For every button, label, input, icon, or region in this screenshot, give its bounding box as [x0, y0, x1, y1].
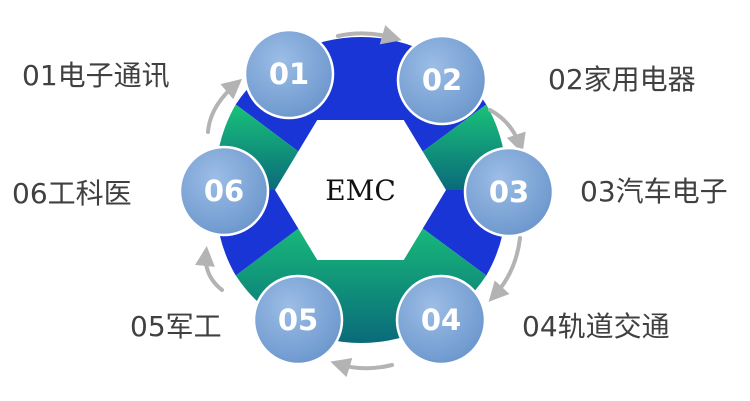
node-02: 02 — [396, 34, 488, 126]
label-home-appliances: 02家用电器 — [548, 63, 696, 96]
label-electronic-communication: 01电子通讯 — [22, 59, 170, 92]
node-01: 01 — [243, 28, 335, 120]
node-06: 06 — [178, 145, 270, 237]
node-circle — [396, 34, 488, 126]
label-automotive-electronics: 03汽车电子 — [580, 175, 728, 208]
node-circle — [178, 145, 270, 237]
arrow-06-01 — [206, 78, 243, 134]
arrow-05-06 — [194, 246, 224, 292]
node-number: 01 — [269, 57, 309, 91]
label-ism: 06工科医 — [12, 177, 132, 210]
node-number: 02 — [422, 63, 462, 97]
arrow-02-03 — [488, 108, 526, 154]
node-circle — [463, 146, 555, 238]
center-hexagon — [275, 120, 446, 260]
node-number: 04 — [421, 303, 461, 337]
node-circle — [395, 274, 487, 366]
node-05: 05 — [252, 274, 344, 366]
cycle-arrows — [194, 25, 526, 378]
node-circle — [252, 274, 344, 366]
node-number: 06 — [204, 174, 244, 208]
node-number: 05 — [278, 303, 318, 337]
label-rail-transit: 04轨道交通 — [522, 310, 670, 343]
node-03: 03 — [463, 146, 555, 238]
node-circle — [243, 28, 335, 120]
center-label: EMC — [325, 174, 396, 207]
node-number: 03 — [489, 175, 529, 209]
node-04: 04 — [395, 274, 487, 366]
arrow-01-02 — [336, 25, 402, 45]
label-military: 05军工 — [130, 310, 222, 343]
arrow-04-05 — [330, 357, 394, 378]
arrow-03-04 — [488, 236, 522, 302]
